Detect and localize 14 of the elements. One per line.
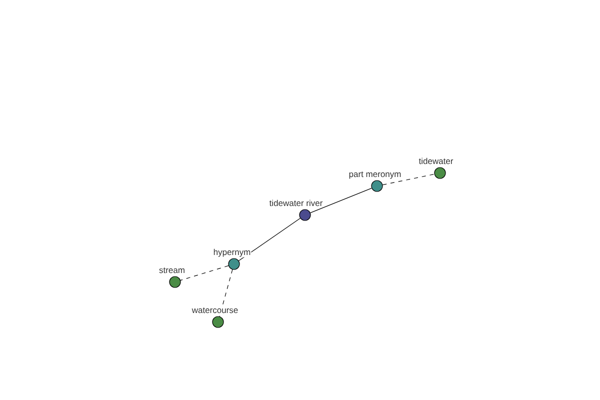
connector: [219, 269, 233, 317]
connector: [180, 265, 229, 281]
node-label: part meronym: [348, 171, 402, 180]
node-dot: [212, 316, 224, 328]
node-dot: [228, 258, 240, 270]
node-dot: [169, 276, 181, 288]
node-dot: [371, 180, 383, 192]
connector: [310, 188, 372, 214]
node-label: watercourse: [191, 307, 239, 314]
node-dot: [299, 209, 311, 221]
connector: [238, 218, 301, 261]
connector: [382, 174, 435, 186]
node-dot: [434, 167, 446, 179]
node-label: stream: [158, 267, 186, 274]
